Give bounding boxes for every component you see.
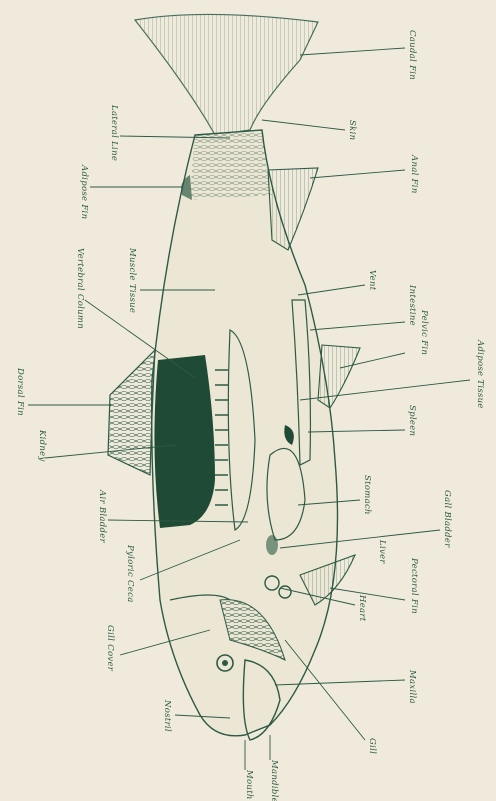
kidney-shape: [154, 355, 215, 528]
label-adipose-fin: Adipose Fin: [79, 164, 89, 219]
label-nostril: Nostril: [162, 699, 172, 732]
label-gill: Gill: [367, 738, 377, 754]
label-maxilla: Maxilla: [407, 669, 417, 704]
label-air-bladder: Air Bladder: [97, 489, 107, 544]
label-gill-cover: Gill Cover: [105, 625, 115, 672]
caudal-fin-shape: [135, 14, 318, 135]
label-kidney: Kidney: [37, 429, 47, 462]
dorsal-fin-shape: [108, 350, 155, 475]
label-pelvic-fin: Pelvic Fin: [419, 309, 429, 355]
gall-bladder-shape: [266, 535, 278, 555]
label-vent: Vent: [367, 270, 377, 291]
label-caudal-fin: Caudal Fin: [407, 30, 417, 80]
anal-fin-shape: [268, 168, 318, 250]
label-lateral-line: Lateral Line: [109, 104, 119, 161]
label-mandible: Mandible: [269, 759, 279, 801]
label-mouth: Mouth: [244, 769, 254, 800]
label-stomach: Stomach: [362, 475, 372, 515]
label-liver: Liver: [377, 539, 387, 564]
label-anal-fin: Anal Fin: [409, 154, 419, 194]
label-gall-bladder: Gall Bladder: [442, 490, 452, 548]
label-heart: Heart: [357, 594, 367, 622]
label-muscle-tissue: Muscle Tissue: [127, 247, 137, 313]
label-pyloric-ceca: Pyloric Ceca: [125, 544, 135, 603]
label-dorsal-fin: Dorsal Fin: [15, 367, 25, 416]
tail-skin-scales: [190, 130, 272, 200]
pelvic-fin-shape: [318, 345, 360, 408]
label-spleen: Spleen: [407, 405, 417, 436]
label-skin: Skin: [347, 120, 357, 140]
label-vertebral-column: Vertebral Column: [75, 248, 85, 329]
label-intestine: Intestine: [407, 284, 417, 326]
label-adipose-tissue: Adipose Tissue: [475, 339, 485, 409]
label-pectoral-fin: Pectoral Fin: [409, 557, 419, 614]
